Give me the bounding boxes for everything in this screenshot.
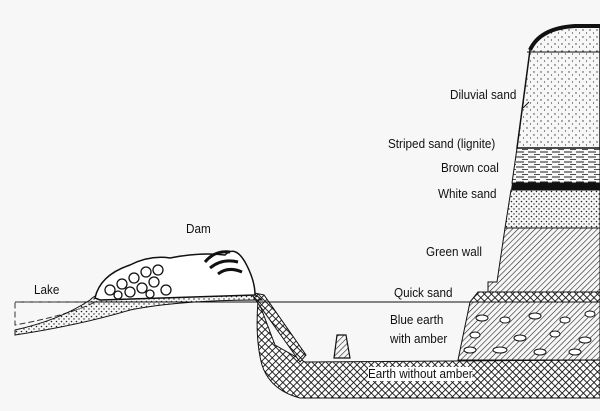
label-striped-sand: Striped sand (lignite): [388, 136, 496, 151]
lake-shore: [14, 289, 264, 336]
diluvial-sand-layer: [516, 25, 600, 149]
label-blue-earth: Blue earth: [390, 312, 444, 327]
label-with-amber: with amber: [390, 331, 448, 346]
label-dam: Dam: [186, 221, 211, 236]
dam-drawing: [94, 250, 256, 301]
label-white-sand: White sand: [438, 186, 497, 201]
amber-nodules: [463, 310, 596, 356]
label-earth-without-amber: Earth without amber: [368, 366, 473, 381]
quick-sand-layer: [468, 291, 600, 303]
label-brown-coal: Brown coal: [441, 160, 499, 175]
blue-earth-layer: [457, 301, 600, 361]
label-quick-sand: Quick sand: [394, 285, 453, 300]
label-diluvial-sand: Diluvial sand: [450, 87, 517, 102]
white-sand-layer: [504, 189, 600, 229]
brown-coal-layer: [511, 183, 600, 190]
label-green-wall: Green wall: [426, 244, 482, 259]
green-wall-layer: [487, 227, 600, 293]
label-lake: Lake: [34, 282, 60, 297]
excavation-floor: [248, 291, 307, 363]
cliff-strata: [457, 24, 600, 361]
earth-without-amber-layer: [256, 299, 600, 399]
pit-block: [333, 334, 351, 359]
striped-sand-layer: [511, 147, 600, 184]
